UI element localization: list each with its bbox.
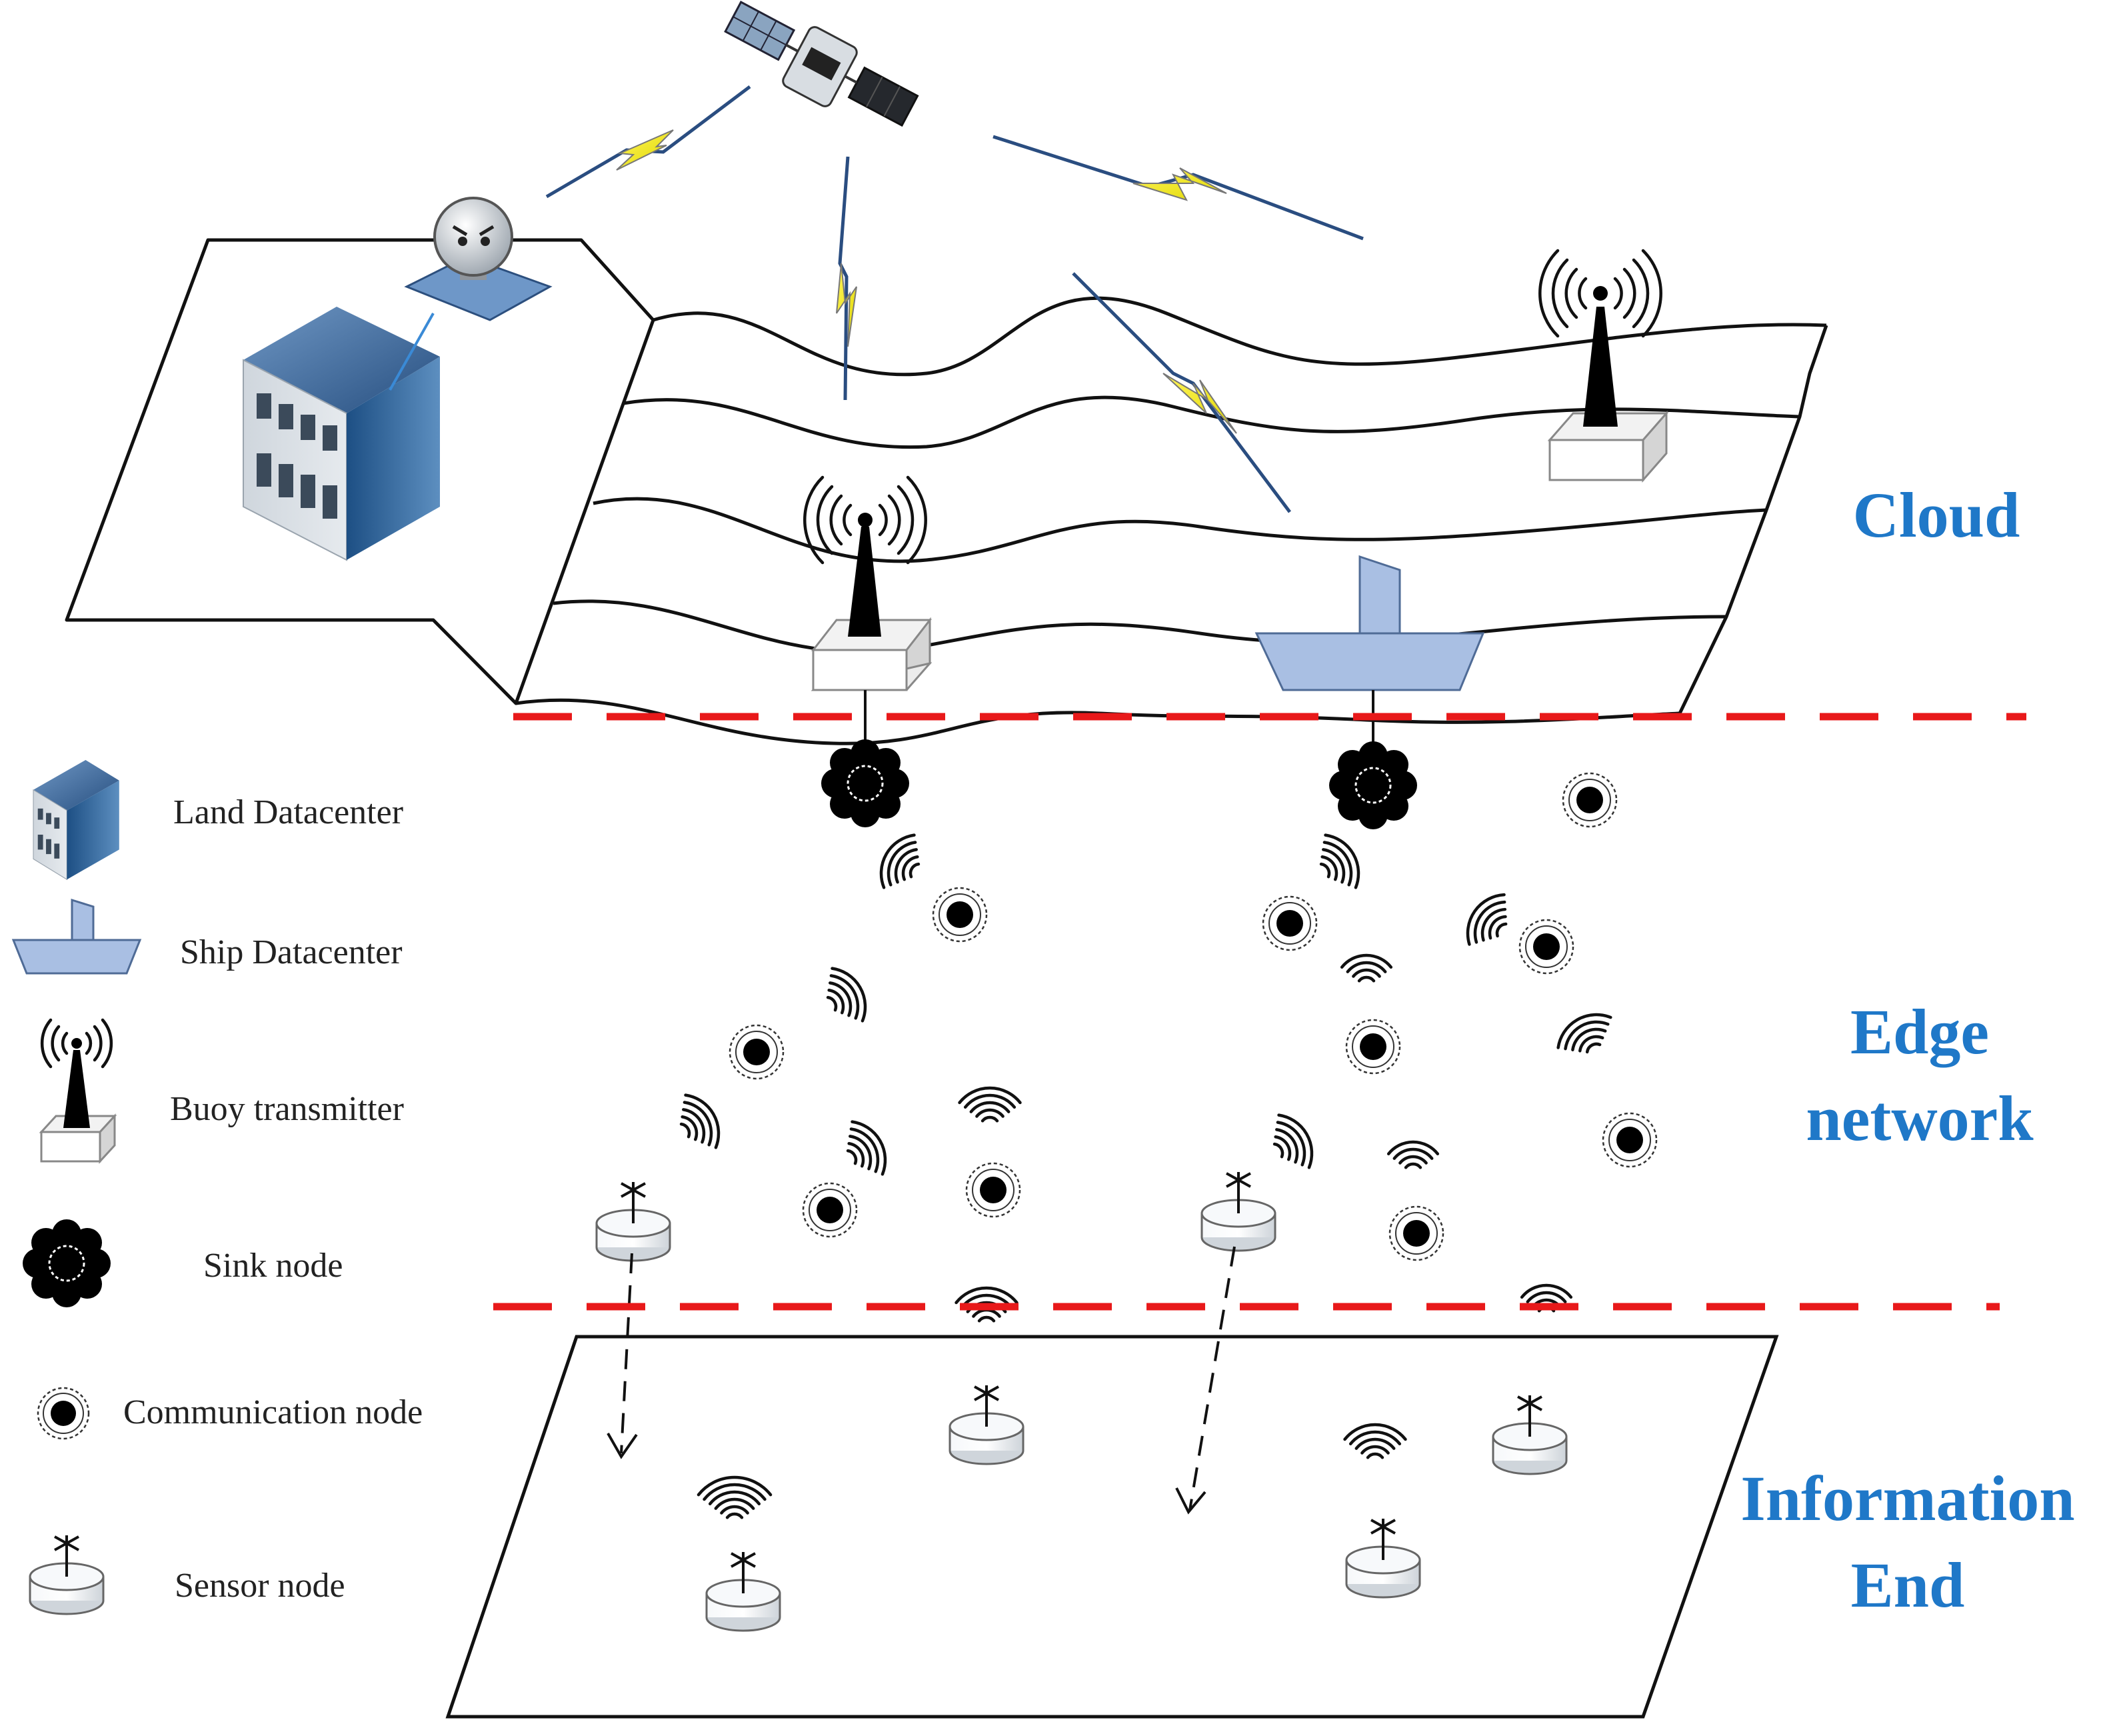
edge-network-layer [595, 739, 1658, 1519]
floor-sensors [705, 1385, 1568, 1632]
signal-wave [879, 833, 921, 889]
ship-datacenter [1254, 555, 1485, 743]
layer-label-cloud: Cloud [1853, 479, 2020, 551]
signal-wave [1340, 953, 1393, 983]
legend-label-sensor-node: Sensor node [175, 1567, 345, 1605]
layer-labels: Cloud Edge network Information End [1740, 479, 2074, 1621]
communication-node [729, 1024, 785, 1080]
ground-station-dish-icon [404, 197, 553, 321]
signal-wave [846, 1120, 887, 1176]
sensor-node [1492, 1395, 1568, 1475]
edge-sensor-node-2 [1200, 1172, 1276, 1252]
signal-wave [1466, 893, 1508, 946]
data-flow-arrows [607, 1246, 1236, 1515]
legend-buoy-transmitter-icon [39, 1018, 117, 1164]
communication-node [802, 1182, 858, 1238]
legend-label-communication-node: Communication node [123, 1393, 423, 1431]
sink-node-2 [1329, 741, 1417, 829]
communication-node [965, 1162, 1021, 1218]
layer-label-info-line1: Information [1740, 1463, 2074, 1534]
sea-surface [515, 296, 1828, 745]
communication-node [1562, 772, 1618, 828]
satellite-icon [724, 1, 919, 127]
layer-label-edge-line2: network [1806, 1083, 2034, 1154]
signal-wave [1319, 833, 1360, 889]
legend-ship-datacenter-icon [11, 898, 142, 975]
sensor-node [949, 1385, 1025, 1465]
sensor-node [705, 1552, 781, 1632]
communication-nodes [729, 772, 1658, 1261]
signal-wave [1343, 1423, 1407, 1459]
cloud-layer [65, 1, 1828, 745]
signal-wave [697, 1475, 773, 1519]
sink-node-1 [821, 739, 909, 827]
land-datacenter-building [243, 307, 440, 561]
sensor-node [1345, 1519, 1421, 1599]
communication-node [932, 887, 988, 943]
legend-label-sink-node: Sink node [203, 1247, 343, 1285]
legend-communication-node-icon [37, 1387, 90, 1440]
signal-wave [826, 967, 867, 1023]
communication-node [1518, 919, 1574, 975]
legend-label-ship-datacenter: Ship Datacenter [180, 933, 403, 971]
signal-wave [679, 1093, 721, 1149]
communication-node [1262, 895, 1318, 951]
signal-wave [1556, 1013, 1612, 1054]
legend-land-datacenter-icon [33, 760, 119, 881]
communication-node [1345, 1019, 1401, 1075]
communication-node [1388, 1205, 1444, 1261]
signal-wave [958, 1086, 1022, 1123]
signal-wave [1272, 1113, 1314, 1169]
communication-node [1602, 1112, 1658, 1168]
signal-wave [1386, 1140, 1440, 1169]
sea-floor-plane [445, 1335, 1779, 1719]
buoy-transmitter-2 [1538, 249, 1669, 483]
legend-label-buoy-transmitter: Buoy transmitter [170, 1090, 404, 1128]
buoy-transmitter-1 [803, 475, 933, 743]
edge-sensor-node-1 [595, 1182, 671, 1262]
legend-sink-node-icon [23, 1219, 111, 1307]
legend-label-land-datacenter: Land Datacenter [173, 793, 403, 831]
signal-waves [679, 833, 1612, 1519]
layer-label-info-line2: End [1851, 1549, 1965, 1621]
legend-sensor-node-icon [29, 1535, 105, 1615]
information-end-layer [445, 1335, 1779, 1719]
legend: Land Datacenter Ship Datacenter Buoy tra… [11, 760, 423, 1615]
wireless-links [545, 85, 1364, 513]
layer-label-edge-line1: Edge [1850, 996, 1989, 1067]
